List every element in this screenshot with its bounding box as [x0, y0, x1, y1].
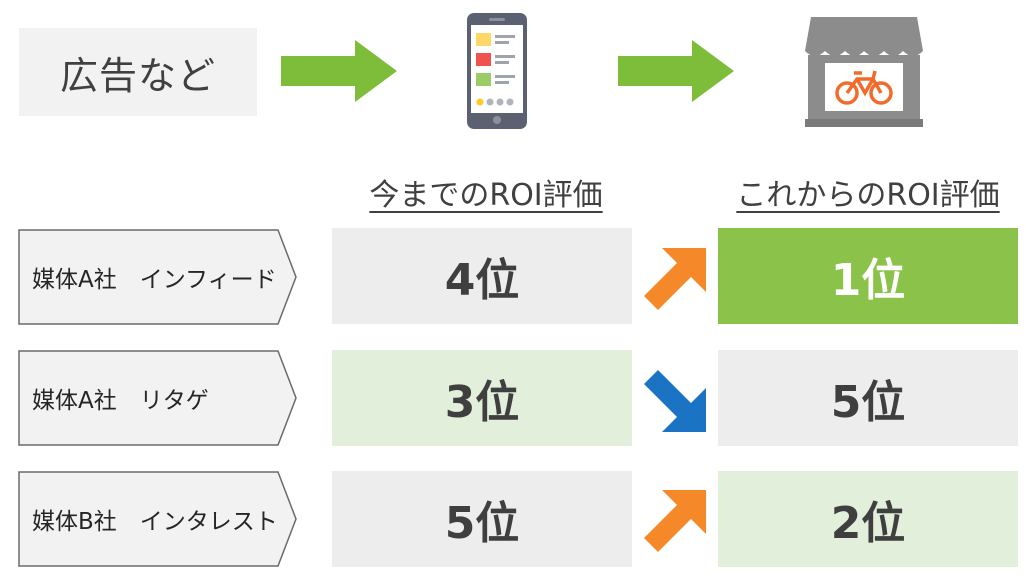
- media-row-3: 媒体B社 インタレスト: [18, 471, 298, 567]
- current-rank-cell: 4位: [332, 228, 632, 324]
- media-name: 媒体A社 リタゲ: [32, 388, 209, 414]
- smartphone-icon: [467, 13, 527, 129]
- future-rank-cell: 2位: [718, 471, 1018, 567]
- rank-up-arrow-icon: [644, 248, 706, 310]
- rank-up-arrow-icon: [644, 490, 706, 552]
- header-current-roi: 今までのROI評価: [369, 178, 603, 213]
- flow-arrow-icon: [618, 40, 734, 102]
- media-name: 媒体A社 インフィード: [32, 267, 277, 293]
- flow-arrow-icon: [281, 40, 397, 102]
- future-rank-cell: 1位: [718, 228, 1018, 324]
- media-row-2: 媒体A社 リタゲ: [18, 350, 298, 446]
- media-row-1: 媒体A社 インフィード: [18, 229, 298, 325]
- source-label-box: 広告など: [19, 28, 257, 116]
- bicycle-shop-icon: [805, 17, 923, 127]
- rank-down-arrow-icon: [644, 370, 706, 432]
- current-rank-cell: 3位: [332, 350, 632, 446]
- chevron-label-shape: [18, 471, 297, 567]
- current-rank-cell: 5位: [332, 471, 632, 567]
- source-label: 広告など: [59, 53, 216, 98]
- chevron-label-shape: [18, 229, 297, 325]
- future-rank-cell: 5位: [718, 350, 1018, 446]
- header-future-roi: これからのROI評価: [736, 178, 1000, 213]
- chevron-label-shape: [18, 350, 297, 446]
- media-name: 媒体B社 インタレスト: [32, 509, 278, 535]
